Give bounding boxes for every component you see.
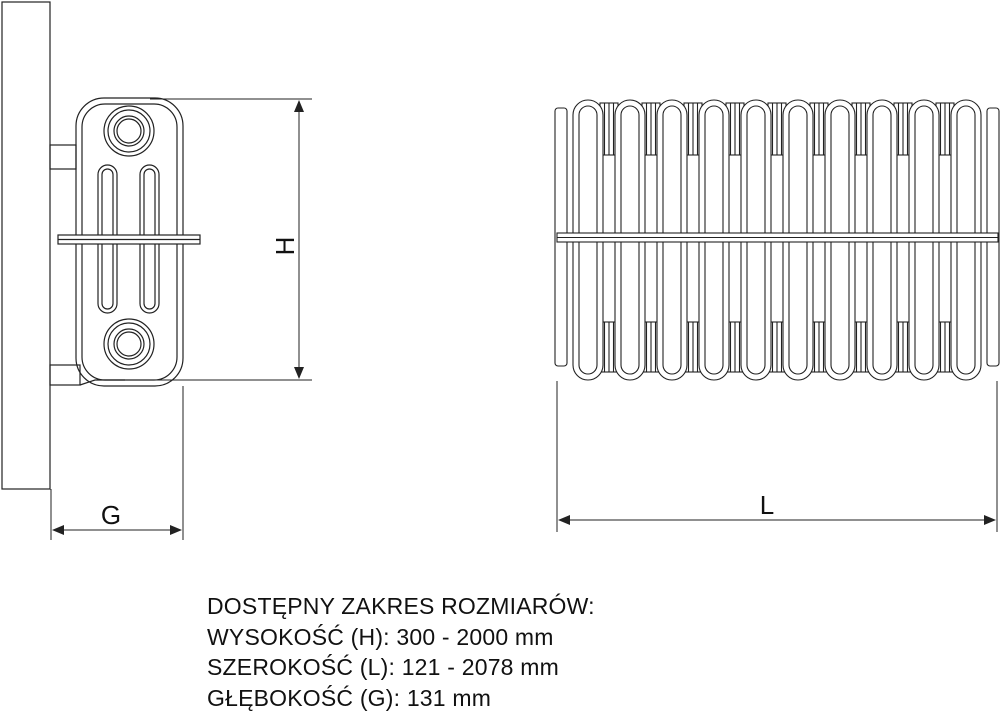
- specs-heading: DOSTĘPNY ZAKRES ROZMIARÓW:: [207, 593, 595, 619]
- radiator-column: [908, 99, 955, 381]
- length-label: L: [760, 490, 774, 520]
- length-dimension: [556, 381, 998, 532]
- size-range-specs: DOSTĘPNY ZAKRES ROZMIARÓW: WYSOKOŚĆ (H):…: [207, 591, 595, 713]
- spec-height: WYSOKOŚĆ (H): 300 - 2000 mm: [207, 623, 554, 650]
- wall-bracket-bottom: [49, 364, 81, 386]
- height-label: H: [270, 237, 300, 256]
- wall: [1, 1, 51, 490]
- radiator-side-view: [1, 1, 201, 490]
- radiator-column: [740, 99, 787, 381]
- depth-label: G: [101, 500, 121, 530]
- pipe-connection-top: [103, 105, 155, 157]
- pipe-connection-bottom: [103, 318, 155, 370]
- center-band: [57, 234, 201, 245]
- spec-length: SZEROKOŚĆ (L): 121 - 2078 mm: [207, 654, 559, 680]
- radiator-front-view: [554, 99, 1000, 381]
- bottom-bracket-brace: [79, 379, 125, 386]
- wall-bracket-top: [49, 144, 77, 170]
- depth-dimension: [50, 386, 184, 540]
- height-dimension: [150, 98, 312, 381]
- front-center-band: [556, 232, 999, 243]
- spec-depth: GŁĘBOKOŚĆ (G): 131 mm: [207, 684, 492, 711]
